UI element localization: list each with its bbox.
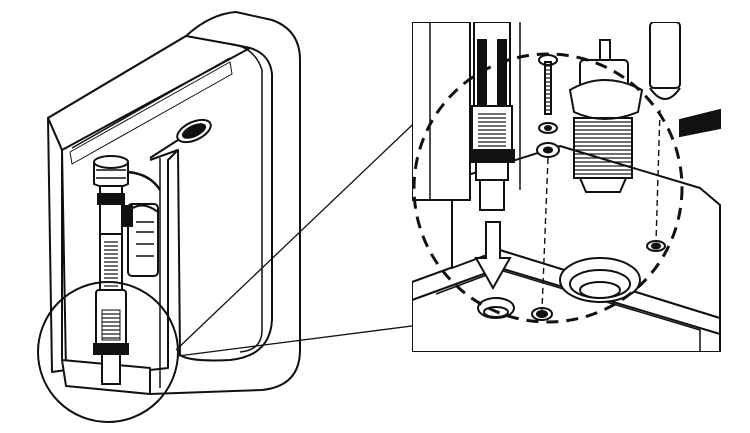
insertion-arrow <box>474 221 512 291</box>
tank-back-panel <box>47 35 251 151</box>
tank-outer-shell <box>47 11 301 395</box>
alignment-lines <box>541 109 661 311</box>
zoom-flush-valve <box>568 22 721 193</box>
zoom-dashed-circle <box>412 52 684 324</box>
bolt-hole-right <box>646 240 666 252</box>
toilet-tank <box>47 11 301 395</box>
fill-valve-assembly <box>93 155 162 385</box>
zoom-fill-valve <box>469 22 515 211</box>
tank-bolt <box>536 54 560 158</box>
tank-left-wall <box>47 117 67 373</box>
flush-valve-hole <box>559 257 641 303</box>
flush-handle <box>149 118 212 159</box>
zoom-back-wall <box>412 22 521 201</box>
detail-callout-circle <box>37 281 179 423</box>
flush-valve-small <box>123 203 159 277</box>
zoom-detail <box>412 22 750 352</box>
